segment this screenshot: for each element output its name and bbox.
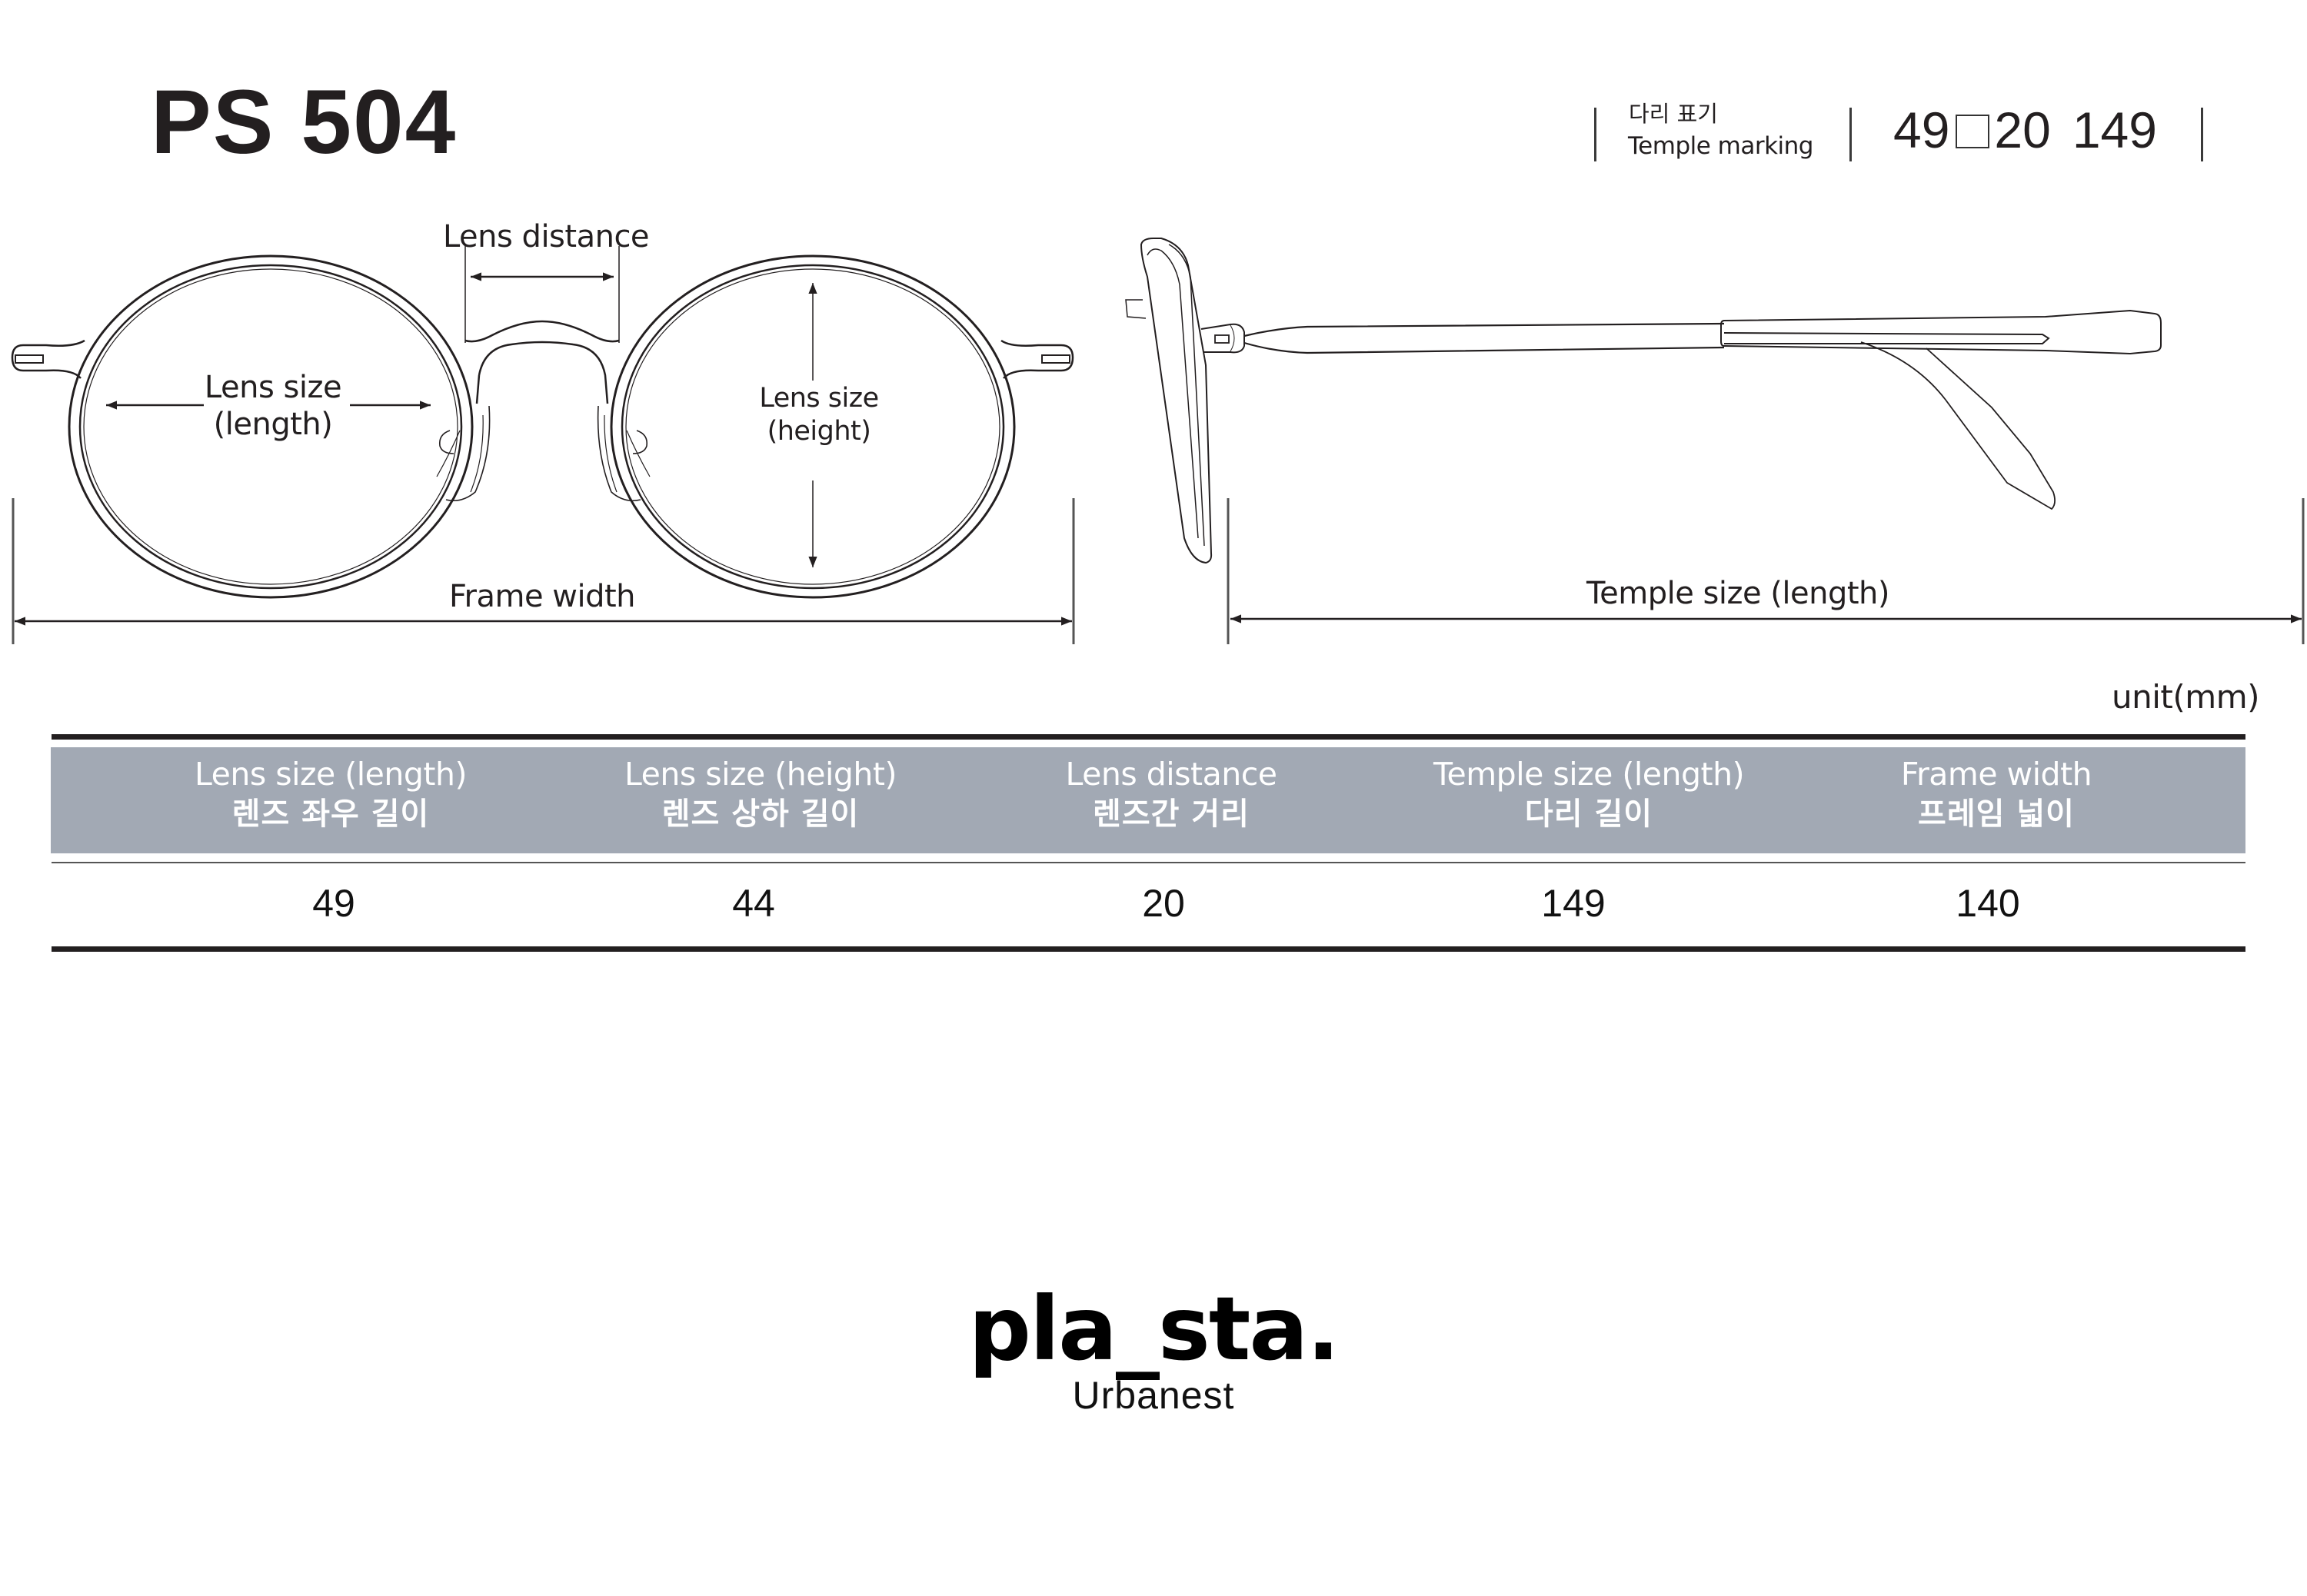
header-ko: 다리 길이 [1524, 796, 1653, 833]
label-lens-height-line1: Lens size [759, 383, 879, 414]
divider [1594, 108, 1596, 161]
table-bottom-rule [52, 946, 2245, 952]
table-cell-lens-height: 44 [732, 882, 775, 925]
label-lens-distance: Lens distance [442, 219, 650, 254]
table-header-cell: Frame width 프레임 넓이 [1843, 747, 2150, 853]
table-header-cell: Temple size (length) 다리 길이 [1427, 747, 1750, 853]
temple-marking-values: 49 20 149 [1893, 105, 2157, 155]
header-ko: 렌즈 상하 길이 [661, 796, 860, 833]
table-cell-temple-size: 149 [1541, 882, 1606, 925]
marking-temple-size: 149 [2072, 101, 2157, 158]
header-en: Lens size (height) [624, 756, 897, 793]
label-temple-size: Temple size (length) [1586, 576, 1890, 611]
temple-marking-label-ko: 다리 표기 [1629, 101, 1718, 127]
table-header-rule [52, 862, 2245, 863]
header-ko: 프레임 넓이 [1918, 796, 2075, 833]
table-header: Lens size (length) 렌즈 좌우 길이 Lens size (h… [51, 747, 2245, 853]
model-prefix: PS [151, 71, 275, 173]
table-header-cell: Lens distance 렌즈간 거리 [1017, 747, 1325, 853]
square-icon [1956, 115, 1990, 148]
label-lens-height-line2: (height) [767, 415, 871, 447]
header-en: Temple size (length) [1433, 756, 1745, 793]
divider [2201, 108, 2203, 161]
marking-bridge-size: 20 [1994, 101, 2051, 158]
label-lens-length-line2: (length) [213, 407, 333, 442]
table-cell-lens-distance: 20 [1142, 882, 1185, 925]
header-ko: 렌즈 좌우 길이 [231, 796, 430, 833]
header-ko: 렌즈간 거리 [1093, 796, 1250, 833]
divider [1849, 108, 1852, 161]
label-lens-length: Lens size (length) [177, 369, 369, 443]
header-en: Lens size (length) [195, 756, 467, 793]
label-frame-width: Frame width [448, 579, 636, 614]
marking-lens-size: 49 [1893, 101, 1950, 158]
table-top-rule [52, 734, 2245, 740]
technical-drawing [11, 238, 2305, 644]
table-header-cell: Lens size (height) 렌즈 상하 길이 [607, 747, 914, 853]
brand-tagline: Urbanest [1072, 1374, 1235, 1417]
temple-marking-label-en: Temple marking [1628, 132, 1814, 160]
label-lens-height: Lens size (height) [723, 382, 915, 447]
dimension-lines [12, 246, 1075, 644]
table-cell-lens-length: 49 [312, 882, 355, 925]
header-en: Frame width [1900, 756, 2092, 793]
table-cell-frame-width: 140 [1956, 882, 2020, 925]
front-view-glasses-icon [11, 254, 1074, 599]
side-view-glasses-icon [1125, 238, 2162, 564]
model-number: 504 [301, 71, 458, 173]
brand-logo: pla_sta. [968, 1278, 1340, 1380]
table-header-cell: Lens size (length) 렌즈 좌우 길이 [177, 747, 484, 853]
unit-label: unit(mm) [2112, 678, 2259, 716]
header-en: Lens distance [1065, 756, 1277, 793]
label-lens-length-line1: Lens size [204, 370, 342, 405]
